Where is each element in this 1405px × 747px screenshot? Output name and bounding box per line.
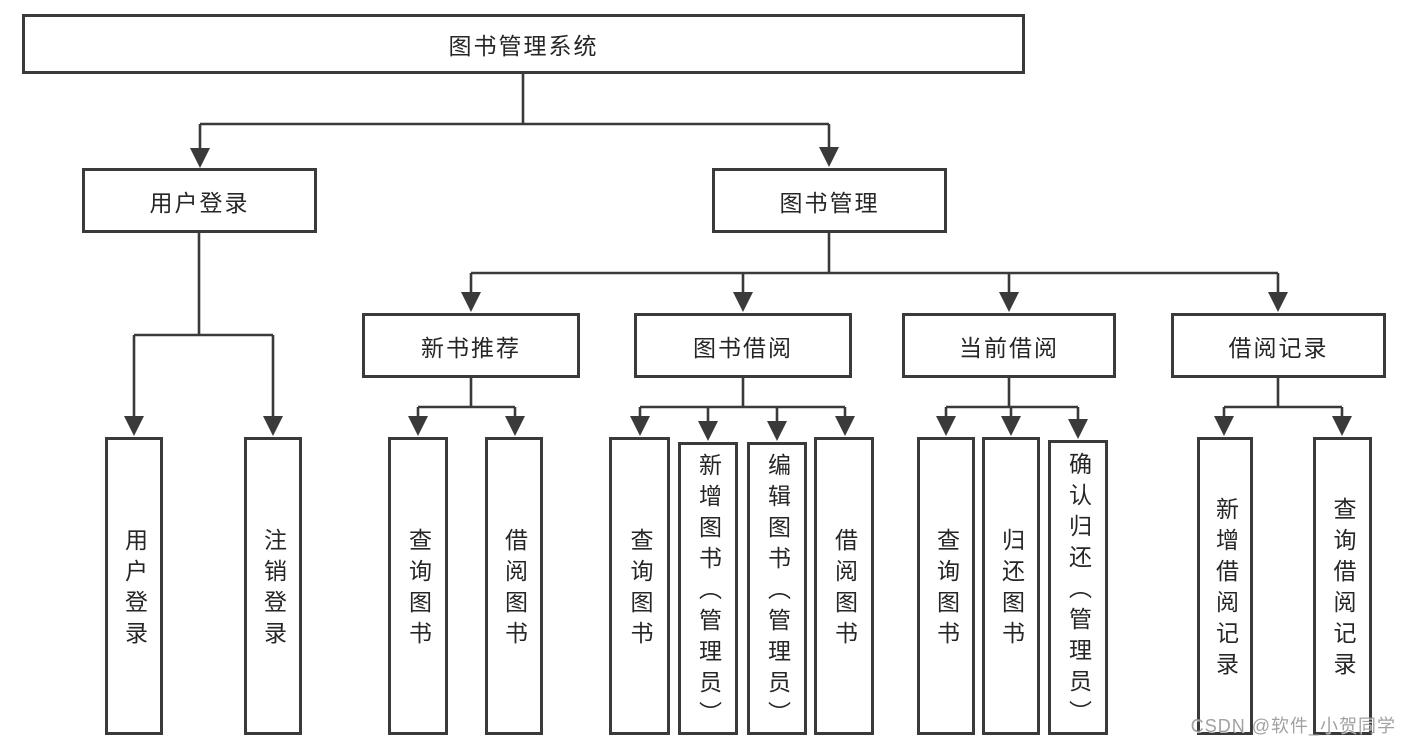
leaf-add-books-admin-label: 新增图书（管理员） [695, 453, 722, 732]
node-book-management-label: 图书管理 [779, 189, 880, 216]
leaf-query-books-borrow: 查询图书 [609, 437, 670, 735]
leaf-add-borrow-record: 新增借阅记录 [1197, 437, 1253, 735]
leaf-add-books-admin: 新增图书（管理员） [678, 442, 738, 735]
leaf-query-books-borrow-label: 查询图书 [627, 528, 653, 652]
leaf-return-books: 归还图书 [982, 437, 1040, 735]
leaf-query-borrow-record: 查询借阅记录 [1313, 437, 1372, 735]
leaf-confirm-return-admin-label: 确认归还（管理员） [1065, 452, 1092, 731]
node-current-borrow-label: 当前借阅 [959, 334, 1059, 361]
leaf-edit-books-admin: 编辑图书（管理员） [747, 442, 807, 735]
leaf-edit-books-admin-label: 编辑图书（管理员） [764, 453, 791, 732]
node-book-borrow: 图书借阅 [634, 313, 852, 378]
node-book-management: 图书管理 [712, 168, 947, 233]
node-user-login: 用户登录 [82, 168, 317, 233]
leaf-borrow-books-label: 借阅图书 [831, 528, 858, 652]
node-user-login-label: 用户登录 [149, 189, 250, 216]
leaf-borrow-books-recommend: 借阅图书 [485, 437, 543, 735]
leaf-user-login-label: 用户登录 [121, 528, 148, 652]
node-book-borrow-label: 图书借阅 [693, 334, 793, 361]
leaf-borrow-books: 借阅图书 [814, 437, 874, 735]
node-current-borrow: 当前借阅 [902, 313, 1116, 378]
leaf-return-books-label: 归还图书 [998, 528, 1025, 652]
node-book-system-label: 图书管理系统 [448, 33, 599, 59]
leaf-add-borrow-record-label: 新增借阅记录 [1212, 497, 1239, 683]
leaf-borrow-books-recommend-label: 借阅图书 [501, 528, 528, 652]
leaf-query-books-current-label: 查询图书 [933, 528, 960, 652]
node-new-book-recommend: 新书推荐 [362, 313, 580, 378]
leaf-query-books-current: 查询图书 [917, 437, 975, 735]
leaf-query-books-recommend-label: 查询图书 [405, 528, 432, 652]
leaf-logout-label: 注销登录 [260, 528, 287, 652]
leaf-query-borrow-record-label: 查询借阅记录 [1330, 497, 1356, 683]
leaf-query-books-recommend: 查询图书 [388, 437, 448, 735]
node-borrow-record: 借阅记录 [1171, 313, 1386, 378]
arrowheads [124, 147, 1352, 441]
node-book-system: 图书管理系统 [22, 14, 1025, 74]
leaf-user-login: 用户登录 [105, 437, 163, 735]
node-new-book-recommend-label: 新书推荐 [421, 334, 521, 361]
node-borrow-record-label: 借阅记录 [1228, 334, 1329, 361]
leaf-confirm-return-admin: 确认归还（管理员） [1048, 440, 1108, 735]
leaf-logout: 注销登录 [244, 437, 302, 735]
watermark-text: CSDN @软件_小贺同学 [1190, 716, 1396, 736]
